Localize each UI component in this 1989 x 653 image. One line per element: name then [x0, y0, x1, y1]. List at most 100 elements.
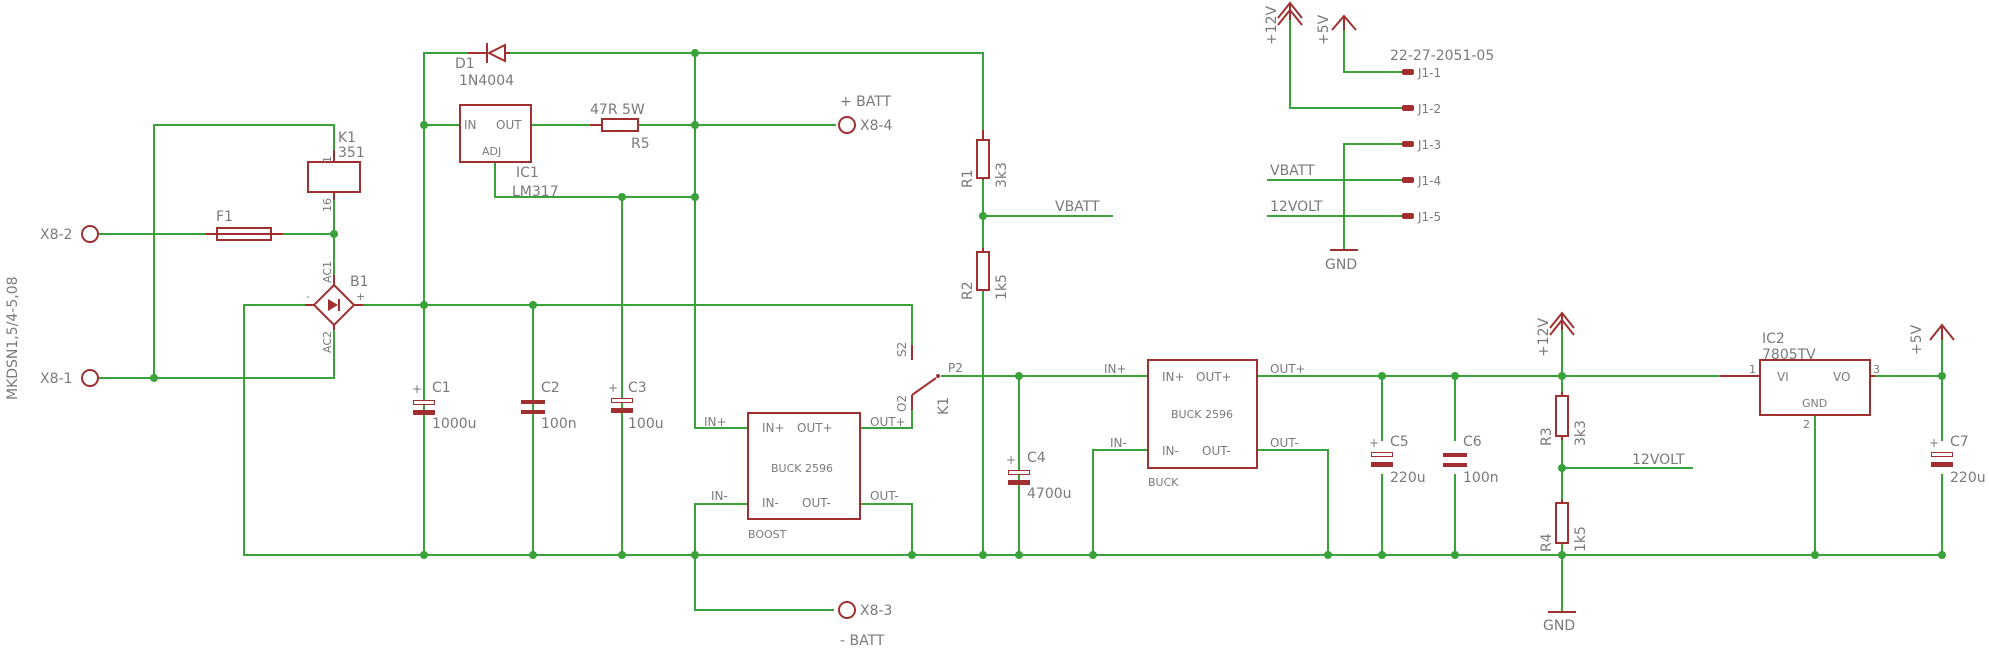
buck-net-in-minus: IN-: [1110, 436, 1127, 450]
relay-k1-value: 351: [338, 145, 365, 161]
regulator-ic2-pin3: 3: [1873, 363, 1880, 376]
capacitor-c3-value: 100u: [628, 416, 664, 432]
fuse-f1-name: F1: [216, 209, 233, 225]
capacitor-c3-name: C3: [628, 380, 647, 396]
relay-k1-name: K1: [338, 130, 356, 146]
resistor-r2-value: 1k5: [994, 274, 1010, 300]
regulator-ic1-in: IN: [464, 118, 477, 132]
capacitor-c3: + C3 100u: [608, 380, 664, 432]
terminal-x8-4-label: X8-4: [860, 118, 893, 134]
resistor-r4-value: 1k5: [1573, 526, 1589, 552]
capacitor-c4-name: C4: [1027, 450, 1046, 466]
resistor-r2-name: R2: [960, 281, 976, 300]
capacitor-c5-plus: +: [1369, 436, 1379, 450]
bridge-b1-minus: -: [306, 290, 310, 303]
resistor-r4: R4 1k5: [1539, 500, 1589, 552]
capacitor-c2-value: 100n: [541, 416, 577, 432]
capacitor-c6-name: C6: [1463, 434, 1482, 450]
header-pin-2: J1-2: [1417, 102, 1441, 116]
capacitor-c7-plus: +: [1929, 436, 1939, 450]
capacitor-c7-name: C7: [1950, 434, 1969, 450]
capacitor-c3-plus: +: [608, 381, 618, 395]
boost-out-plus: OUT+: [797, 421, 833, 435]
resistor-r3: R3 3k3: [1539, 392, 1589, 446]
capacitor-c7-value: 220u: [1950, 470, 1986, 486]
fuse-f1: F1: [205, 209, 283, 241]
regulator-ic2-pin2: 2: [1803, 418, 1810, 431]
boost-net-out-plus: OUT+: [870, 415, 906, 429]
capacitor-c5: + C5 220u: [1369, 434, 1426, 486]
connector-name: MKDSN1,5/4-5,08: [5, 276, 21, 400]
resistor-r5-value: 47R 5W: [590, 102, 645, 118]
capacitor-c1-plus: +: [412, 382, 422, 396]
buck-in-minus: IN-: [1162, 444, 1179, 458]
header-gnd-label: GND: [1325, 257, 1357, 273]
terminal-x8-1: [81, 369, 99, 387]
terminal-x8-2: [81, 225, 99, 243]
buck-out-minus: OUT-: [1202, 444, 1231, 458]
bridge-b1-ac1: AC1: [321, 261, 334, 283]
regulator-ic2-gnd: GND: [1802, 397, 1827, 410]
boost-out-minus: OUT-: [802, 496, 831, 510]
regulator-ic2: IC2 7805TV VI VO GND 1 2 3: [1720, 331, 1880, 431]
boost-tag: BOOST: [748, 528, 787, 541]
bridge-b1-name: B1: [350, 274, 369, 290]
terminal-x8-3: [838, 601, 856, 619]
diode-d1-value: 1N4004: [459, 73, 514, 89]
buck-out-plus: OUT+: [1196, 370, 1232, 384]
header-12v-label: +12V: [1264, 5, 1280, 45]
net-12volt-label-r: 12VOLT: [1632, 452, 1685, 468]
regulator-ic1-name: IC1: [516, 165, 539, 181]
buck-net-out-minus: OUT-: [1270, 436, 1299, 450]
connector-x8: MKDSN1,5/4-5,08 X8-2 X8-1 X8-4 + BATT X8…: [5, 94, 893, 649]
capacitor-c5-name: C5: [1390, 434, 1409, 450]
buck-title: BUCK 2596: [1171, 408, 1233, 421]
resistor-r1-value: 3k3: [994, 162, 1010, 188]
resistor-r3-value: 3k3: [1573, 420, 1589, 446]
diode-d1: D1 1N4004: [455, 43, 514, 89]
capacitor-c4-plus: +: [1006, 453, 1016, 467]
ground-mid: GND: [1543, 611, 1576, 634]
resistor-r5-name: R5: [631, 136, 650, 152]
buck-in-plus: IN+: [1162, 370, 1185, 384]
terminal-x8-1-label: X8-1: [40, 371, 72, 387]
header-part-label: 22-27-2051-05: [1390, 48, 1494, 64]
switch-s2: S2: [895, 342, 909, 357]
relay-k1-pin1: 1: [321, 156, 334, 163]
junctions: [150, 49, 1946, 559]
capacitor-c7: + C7 220u: [1929, 434, 1986, 486]
capacitor-c5-value: 220u: [1390, 470, 1426, 486]
supply-5v-right: +5V: [1909, 323, 1955, 355]
header-pin-3: J1-3: [1417, 138, 1441, 152]
resistor-r2: R2 1k5: [960, 248, 1010, 300]
switch-o2: O2: [895, 395, 909, 412]
capacitor-c1: + C1 1000u: [412, 380, 477, 432]
boost-in-minus: IN-: [762, 496, 779, 510]
regulator-ic2-vi: VI: [1777, 370, 1789, 384]
header-pin-4: J1-4: [1417, 174, 1441, 188]
capacitor-c2-name: C2: [541, 380, 560, 396]
regulator-ic1: IN OUT ADJ IC1 LM317: [459, 104, 559, 200]
terminal-x8-3-label: X8-3: [860, 603, 892, 619]
supply-5v-right-label: +5V: [1909, 324, 1925, 355]
net-vbatt-label-r: VBATT: [1055, 199, 1100, 215]
buck-net-out-plus: OUT+: [1270, 362, 1306, 376]
buck-converter: IN+ OUT+ BUCK 2596 IN- OUT- BUCK IN+ OUT…: [1104, 359, 1306, 489]
net-batt-minus-label: - BATT: [840, 633, 885, 649]
regulator-ic1-adj: ADJ: [482, 145, 501, 158]
regulator-ic2-pin1: 1: [1749, 363, 1756, 376]
resistor-r5: 47R 5W R5: [590, 102, 650, 152]
supply-12v-mid: +12V: [1536, 311, 1575, 357]
resistor-r4-name: R4: [1539, 533, 1555, 552]
capacitor-c1-value: 1000u: [432, 416, 477, 432]
header-vbatt-label: VBATT: [1270, 163, 1315, 179]
terminal-x8-2-label: X8-2: [40, 227, 72, 243]
net-batt-plus-label: + BATT: [840, 94, 892, 110]
ground-mid-label: GND: [1543, 618, 1575, 634]
regulator-ic2-name: IC2: [1762, 331, 1785, 347]
terminal-x8-4: [838, 116, 856, 134]
header-12volt-label: 12VOLT: [1270, 199, 1323, 215]
buck-net-in-plus: IN+: [1104, 362, 1127, 376]
header-pin-1: J1-1: [1417, 66, 1441, 80]
supply-12v-mid-label: +12V: [1536, 317, 1552, 357]
